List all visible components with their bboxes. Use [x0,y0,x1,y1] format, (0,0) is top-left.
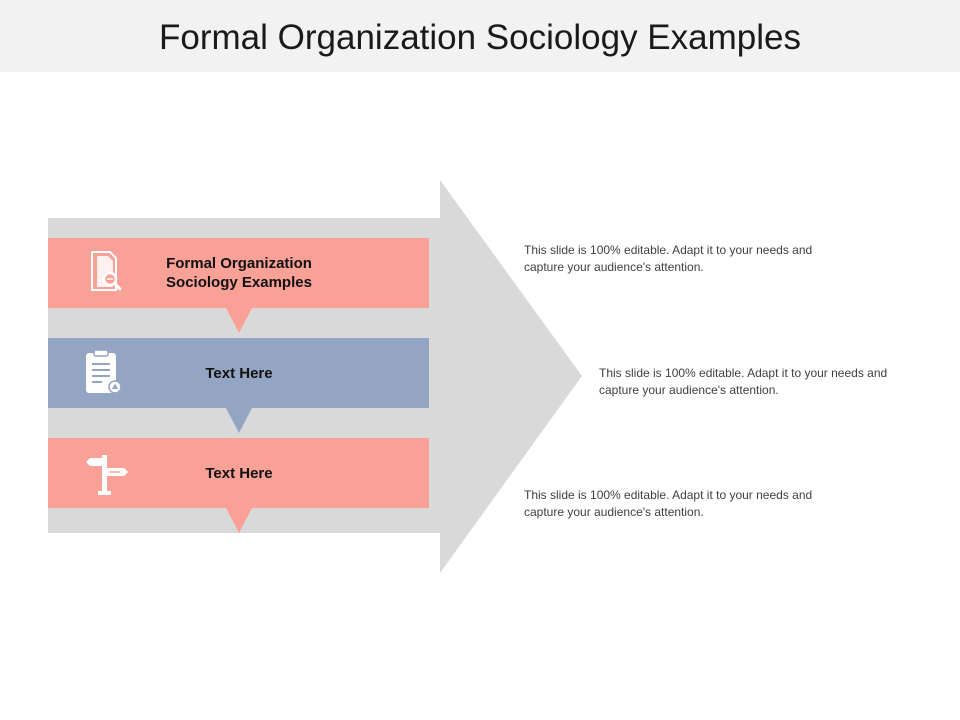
document-search-icon [86,249,134,297]
slide-title: Formal Organization Sociology Examples [159,18,801,57]
step-description-3: This slide is 100% editable. Adapt it to… [524,488,813,519]
step-label-2: Text Here [205,364,273,382]
step-band-1: Formal Organization Sociology Examples [48,238,429,308]
step-band-3: Text Here [48,438,429,508]
clipboard-icon [86,349,134,397]
step-label-3: Text Here [205,464,273,482]
title-bar [0,0,960,72]
band-1-pointer [226,308,252,333]
signpost-icon [86,449,134,497]
band-3-pointer [226,508,252,533]
step-band-2: Text Here [48,338,429,408]
step-description-2: This slide is 100% editable. Adapt it to… [599,366,888,397]
step-label-1: Formal Organization Sociology Examples [166,255,312,291]
step-description-1: This slide is 100% editable. Adapt it to… [524,243,813,274]
band-2-pointer [226,408,252,433]
